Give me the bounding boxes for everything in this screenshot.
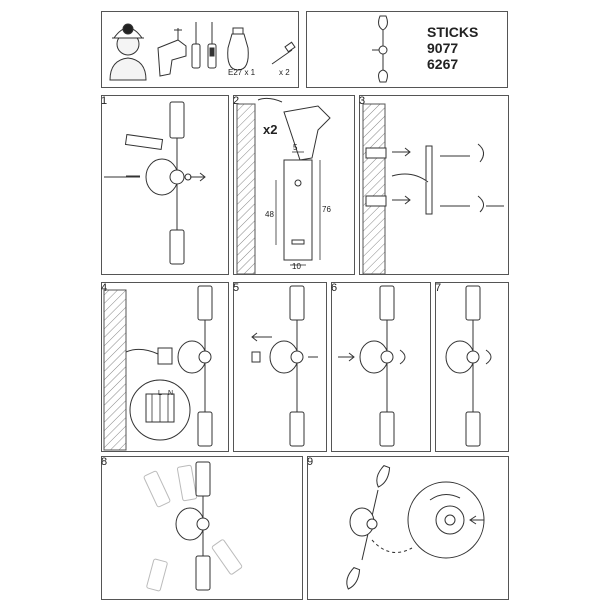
step-9-number: 9 xyxy=(307,456,314,468)
step-3-number: 3 xyxy=(359,95,366,107)
product-name: STICKS xyxy=(427,24,479,40)
drill-count: x2 xyxy=(263,122,278,137)
step-1-number: 1 xyxy=(101,95,108,107)
step-6-number: 6 xyxy=(331,282,338,294)
bulb-count-label: E27 x 1 xyxy=(228,68,256,77)
terminal-l: L xyxy=(158,390,162,397)
step-1-panel xyxy=(101,95,229,275)
product-panel xyxy=(306,11,508,88)
step-9-panel xyxy=(307,456,509,600)
step-4-number: 4 xyxy=(101,282,108,294)
terminal-n: N xyxy=(168,390,174,397)
step-5-number: 5 xyxy=(233,282,240,294)
product-code-1: 9077 xyxy=(427,40,459,56)
tools-panel xyxy=(101,11,299,88)
product-code-2: 6267 xyxy=(427,56,459,72)
step-8-number: 8 xyxy=(101,456,108,468)
dim-top: 5 xyxy=(293,143,298,152)
step-2-number: 2 xyxy=(233,95,240,107)
step-8-panel xyxy=(101,456,303,600)
step-7-panel xyxy=(435,282,509,452)
step-6-panel xyxy=(331,282,431,452)
dim-height: 48 xyxy=(265,210,274,219)
step-4-panel xyxy=(101,282,229,452)
step-7-number: 7 xyxy=(435,282,442,294)
step-5-panel xyxy=(233,282,327,452)
step-3-panel xyxy=(359,95,509,275)
dim-total: 76 xyxy=(322,205,331,214)
screw-count-label: x 2 xyxy=(279,68,290,77)
dim-bottom: 10 xyxy=(292,262,301,271)
step-2-panel xyxy=(233,95,355,275)
